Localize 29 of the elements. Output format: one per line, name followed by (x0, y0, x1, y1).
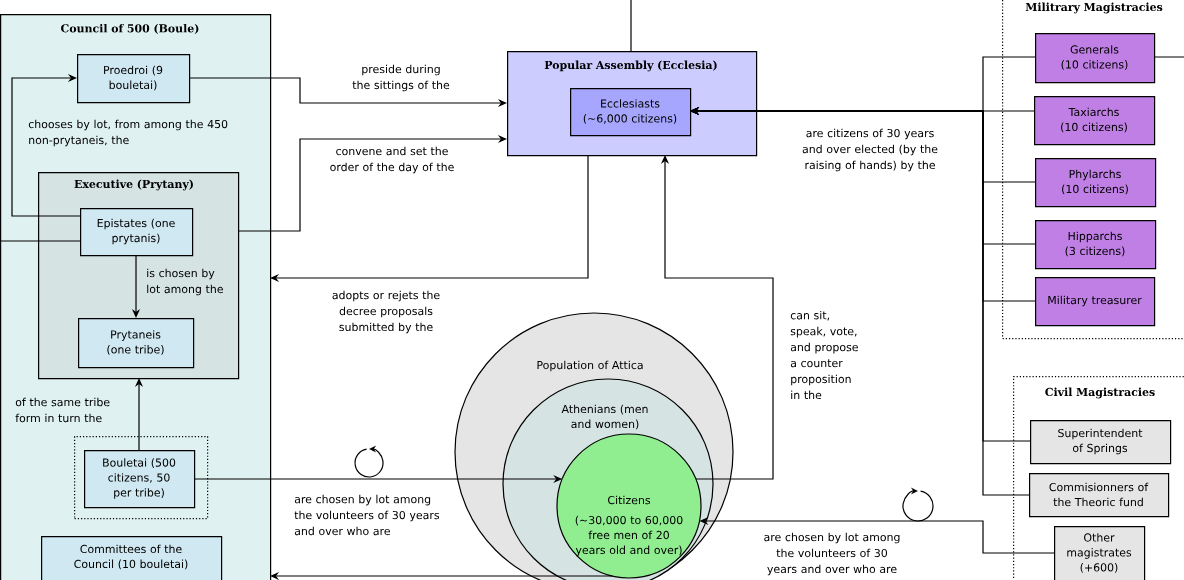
edge-label: adopts or rejets the decree proposals submitted by the (332, 290, 440, 334)
process-box: Commisionners of the Theoric fund (1029, 473, 1170, 518)
edge-label: are citizens of 30 years and over elected (by the raising of hands) by the (802, 128, 938, 172)
process-box: Military treasurer (1035, 277, 1156, 327)
process-box: Other magistrates (+600) (1054, 526, 1146, 580)
arrow (270, 154, 589, 283)
process-box: Proedroi (9 bouletai) (77, 54, 191, 104)
edge-label: of the same tribe form in turn the (15, 397, 110, 423)
edge-label: can sit, speak, vote, and propose a counter proposition in the (790, 310, 858, 400)
process-box: Generals (10 citizens) (1035, 33, 1156, 84)
process-box: Hipparchs (3 citizens) (1035, 220, 1157, 270)
process-box: Committees of the Council (10 bouletai) (41, 536, 223, 580)
edge-label: preside during the sittings of the (352, 64, 450, 92)
process-box: Epistates (one prytanis) (80, 208, 194, 257)
arrow (237, 134, 507, 232)
arrow (11, 73, 81, 217)
process-box: Superintendent of Springs (1030, 420, 1172, 465)
edge-label: are chosen by lot among the volunteers of 30 years and over who are (764, 532, 900, 576)
process-box: Taxiarchs (10 citizens) (1034, 96, 1156, 146)
edge-label: are chosen by lot among the volunteers of 30 years and over who are (294, 494, 440, 536)
process-box: Bouletai (500 citizens, 50 per tribe) (84, 450, 196, 509)
edge-label: chooses by lot, from among the 450 non-prytaneis, the (28, 119, 228, 147)
dotted-frame (74, 436, 209, 520)
process-box: Prytaneis (one tribe) (78, 318, 195, 369)
process-box: Phylarchs (10 citizens) (1035, 158, 1157, 208)
edge-label: convene and set the order of the day of the (330, 146, 454, 174)
edge-label: is chosen by lot among the (147, 268, 223, 296)
arrow (660, 155, 774, 480)
process-box: Ecclesiasts (~6,000 citizens) (570, 88, 692, 137)
